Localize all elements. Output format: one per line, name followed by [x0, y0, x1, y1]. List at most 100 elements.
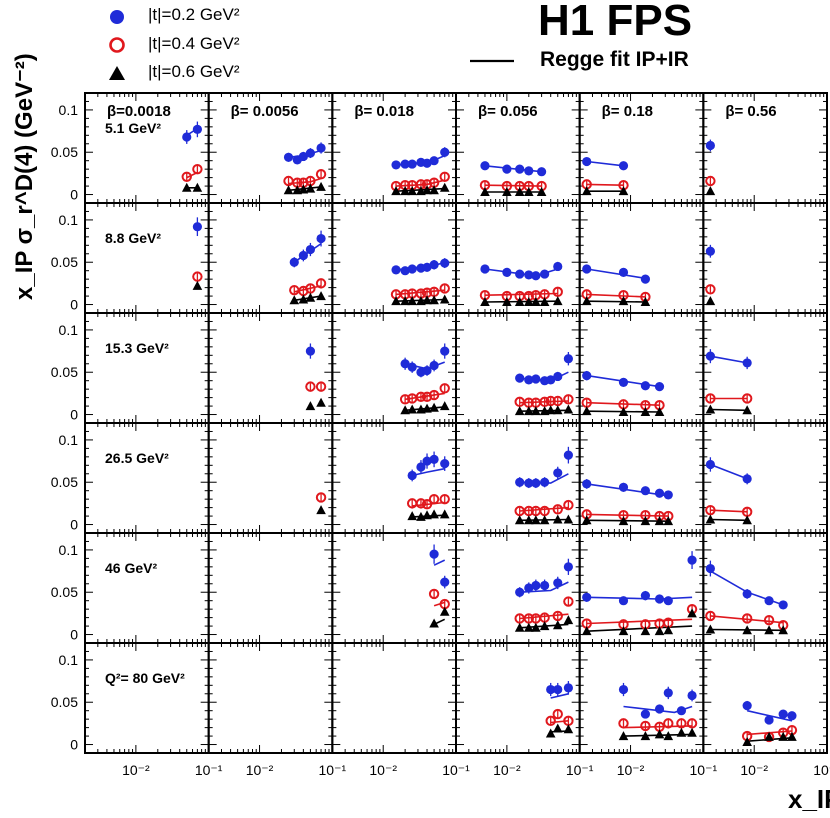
- data-point-s1: [640, 381, 651, 391]
- fit-line-1: [586, 596, 693, 600]
- data-point-s3: [422, 295, 432, 305]
- data-point-s1: [553, 578, 563, 588]
- data-point-s1: [289, 257, 299, 267]
- data-point-s3: [439, 182, 450, 192]
- row-label-q2: 26.5 GeV²: [105, 450, 169, 466]
- data-point-s3: [439, 294, 450, 304]
- data-point-s1: [422, 262, 432, 272]
- data-point-s3: [618, 731, 629, 741]
- legend-marker-3: [109, 66, 125, 80]
- y-tick-label: 0.1: [59, 102, 79, 118]
- x-tick-label: 10⁻²: [493, 762, 521, 778]
- data-point-s2: [539, 396, 550, 408]
- data-point-s2: [552, 286, 563, 298]
- y-tick-label: 0: [70, 297, 78, 313]
- data-point-s3: [531, 622, 541, 632]
- fit-line-2: [586, 183, 624, 186]
- data-point-s2: [439, 283, 450, 294]
- data-point-s1: [182, 132, 192, 142]
- data-point-s2: [676, 718, 687, 729]
- data-point-s1: [440, 577, 450, 587]
- data-point-s1: [582, 371, 592, 381]
- data-point-s1: [429, 454, 439, 464]
- panel-frame-r2-c1: [84, 202, 210, 314]
- data-point-s1: [316, 143, 326, 153]
- data-point-s1: [540, 477, 550, 487]
- x-tick-label: 10⁻¹: [813, 762, 830, 778]
- data-point-s1: [563, 683, 573, 693]
- data-point-s3: [687, 608, 697, 618]
- data-point-s1: [407, 470, 417, 481]
- data-point-s3: [552, 620, 563, 630]
- data-point-s1: [705, 140, 715, 151]
- x-tick-label: 10⁻¹: [566, 762, 594, 778]
- data-point-s2: [545, 395, 556, 407]
- data-point-s1: [563, 354, 573, 364]
- data-point-s2: [563, 596, 574, 607]
- data-point-s1: [524, 166, 534, 176]
- data-point-s3: [539, 621, 550, 631]
- data-point-s3: [305, 183, 316, 193]
- data-point-s1: [742, 474, 752, 484]
- fit-line-2: [586, 293, 646, 298]
- data-point-s1: [429, 360, 439, 371]
- x-tick-label: 10⁻¹: [195, 762, 223, 778]
- data-point-s2: [686, 718, 698, 729]
- row-label-q2: 15.3 GeV²: [105, 340, 169, 356]
- data-point-s1: [305, 244, 316, 255]
- data-point-s1: [663, 490, 673, 500]
- data-point-s3: [514, 515, 525, 525]
- data-point-s2: [421, 499, 433, 510]
- data-point-s1: [742, 589, 752, 599]
- fit-line-3: [710, 518, 748, 522]
- data-point-s2: [415, 391, 427, 402]
- panel-frame-r6-c4: [455, 642, 581, 754]
- data-point-s1: [640, 274, 651, 284]
- data-point-s3: [422, 185, 432, 195]
- data-point-s2: [618, 718, 629, 729]
- data-point-s3: [539, 297, 550, 306]
- data-point-s1: [422, 158, 432, 168]
- panel-frame-r4-c1: [84, 422, 210, 534]
- data-point-s1: [429, 549, 439, 559]
- data-point-s3: [705, 624, 716, 634]
- data-point-s1: [524, 270, 534, 280]
- y-tick-label: 0.05: [51, 584, 78, 600]
- data-point-s1: [537, 167, 547, 177]
- data-point-s3: [563, 514, 574, 524]
- data-point-s2: [315, 278, 327, 289]
- fit-line-1: [586, 160, 624, 167]
- y-tick-label: 0: [70, 187, 78, 203]
- data-point-s1: [407, 159, 417, 169]
- data-point-s3: [581, 406, 592, 416]
- data-point-s1: [640, 486, 651, 496]
- panel-frame-r6-c1: [84, 642, 210, 754]
- fit-line-1: [710, 355, 748, 364]
- fit-line-3: [586, 300, 646, 303]
- chart-title: H1 FPS: [538, 0, 693, 45]
- x-axis-title: x_IP: [788, 784, 830, 814]
- data-point-s3: [514, 406, 525, 416]
- fit-line-1: [412, 467, 445, 477]
- data-point-s2: [545, 715, 556, 727]
- data-point-s3: [316, 505, 326, 515]
- data-point-s1: [502, 164, 512, 174]
- data-point-s2: [192, 271, 203, 282]
- data-point-s3: [531, 515, 541, 525]
- x-tick-label: 10⁻¹: [319, 762, 347, 778]
- data-point-s1: [618, 267, 629, 277]
- y-tick-label: 0: [70, 737, 78, 753]
- data-point-s1: [618, 596, 629, 606]
- data-point-s2: [552, 610, 563, 622]
- data-point-s3: [439, 509, 450, 519]
- fit-line-2: [484, 292, 558, 296]
- data-point-s1: [618, 161, 629, 171]
- data-point-s1: [540, 269, 550, 279]
- data-point-s3: [676, 727, 687, 737]
- data-point-s1: [400, 266, 410, 276]
- data-point-s1: [563, 450, 573, 460]
- data-point-s1: [640, 709, 651, 719]
- data-point-s1: [654, 488, 665, 498]
- y-tick-label: 0.1: [59, 322, 79, 338]
